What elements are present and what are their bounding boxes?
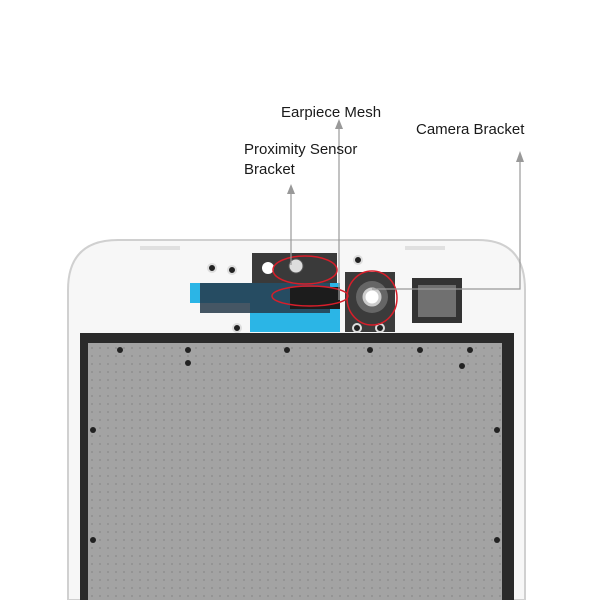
camera-bracket-label: Camera Bracket [416,121,525,138]
proximity-arrowhead [287,184,295,194]
earpiece-mesh [290,287,340,309]
earpiece-callout-circle [271,285,349,307]
camera-callout-circle [346,270,398,326]
proximity-callout-circle [272,255,338,285]
camera-leader-line [372,158,521,290]
leader-lines [290,125,521,300]
proximity-sensor-label-line1: Proximity Sensor [244,141,358,158]
earpiece-arrowhead [335,119,343,129]
lcd-shield-plate [88,343,502,600]
earpiece-mesh-label: Earpiece Mesh [281,104,382,121]
proximity-sensor-label-line2: Bracket [244,161,295,178]
callout-circles [271,255,398,326]
camera-arrowhead [516,151,524,162]
